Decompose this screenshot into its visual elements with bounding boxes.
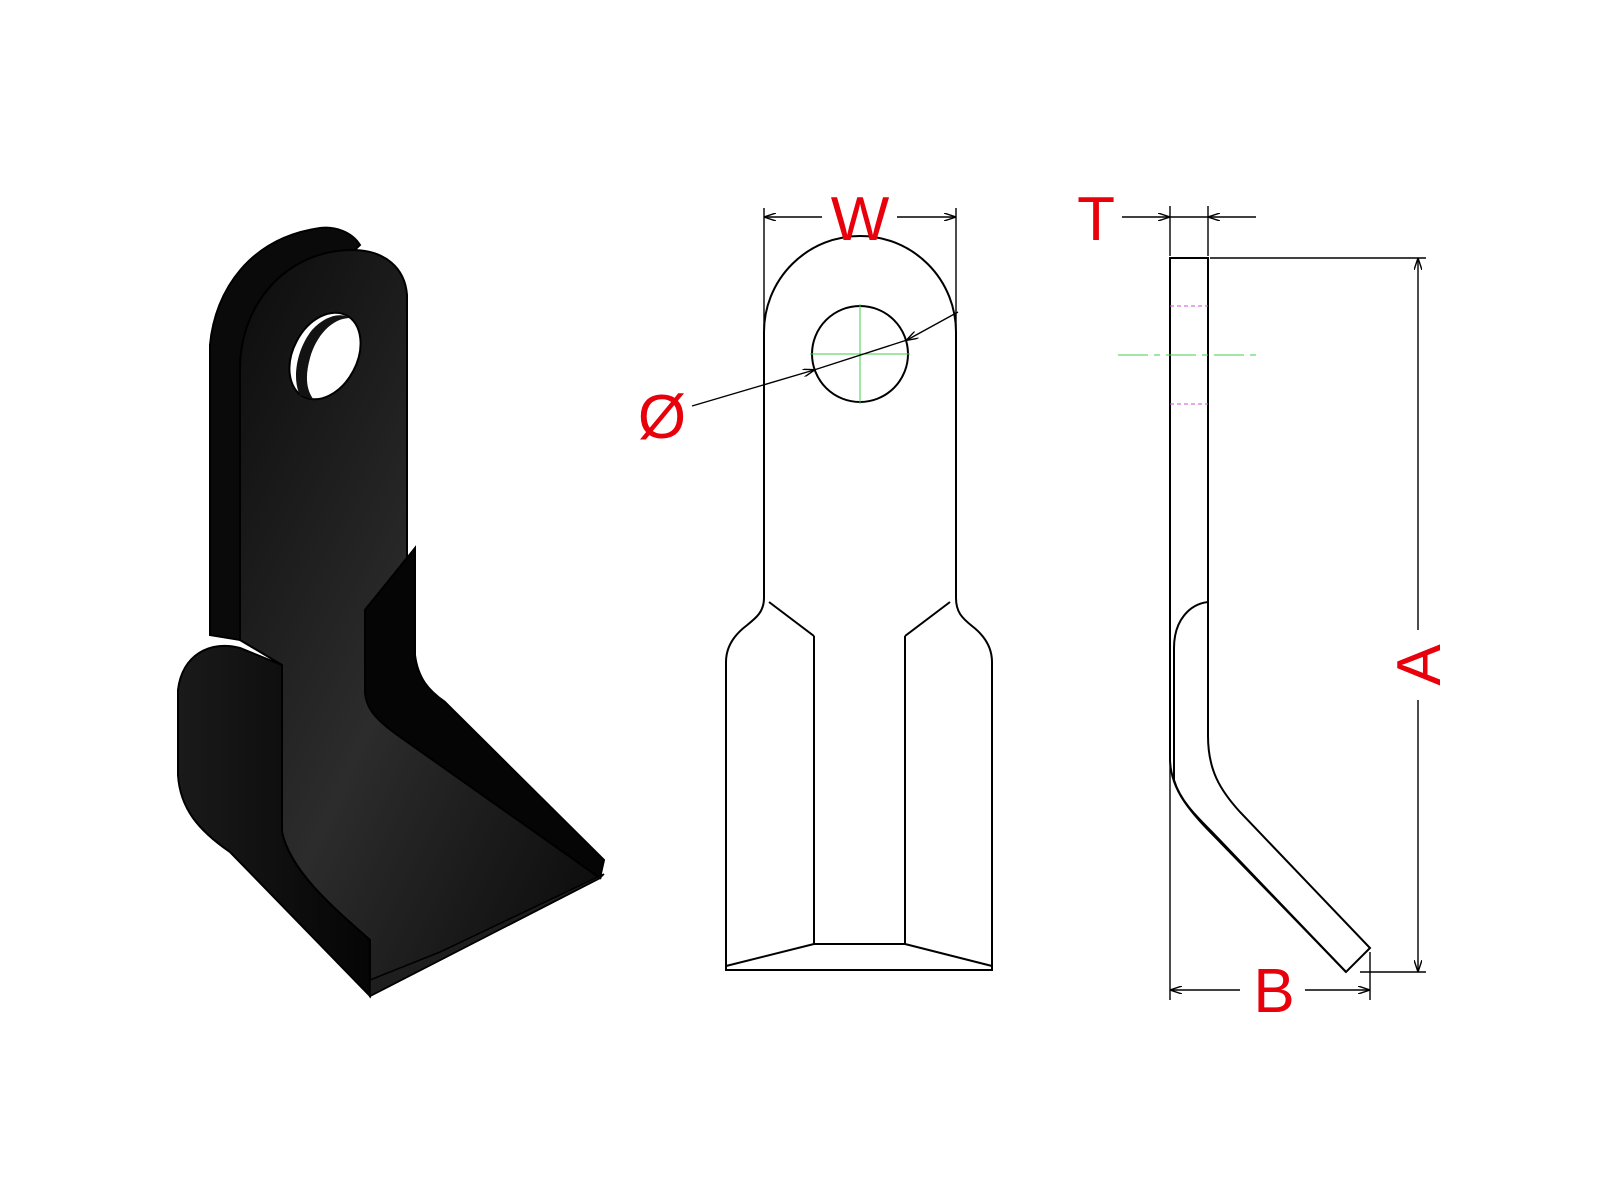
bevel-line-right	[904, 601, 951, 637]
cutting-edge-bevel	[369, 873, 605, 998]
t-label: T	[1077, 185, 1115, 254]
edge-bevel-right	[904, 943, 993, 967]
a-label: A	[1385, 644, 1454, 686]
w-label: W	[831, 185, 890, 254]
diameter-line	[813, 339, 908, 371]
side-view: T A B	[1077, 185, 1454, 1026]
mounting-hole	[288, 311, 362, 401]
bevel-line-left	[768, 601, 815, 637]
left-flange	[177, 644, 371, 999]
diameter-label: Ø	[638, 383, 686, 452]
side-flange-curve	[1173, 601, 1347, 973]
mounting-hole-bore	[296, 315, 350, 400]
diameter-leader	[691, 370, 814, 407]
front-outline	[725, 235, 993, 971]
front-view: W Ø	[638, 185, 993, 971]
isometric-view	[177, 226, 606, 999]
b-label: B	[1253, 957, 1294, 1026]
right-flange	[364, 545, 606, 880]
diameter-leader-far	[907, 311, 959, 340]
edge-bevel-left	[725, 943, 815, 967]
side-outline	[1169, 257, 1372, 974]
